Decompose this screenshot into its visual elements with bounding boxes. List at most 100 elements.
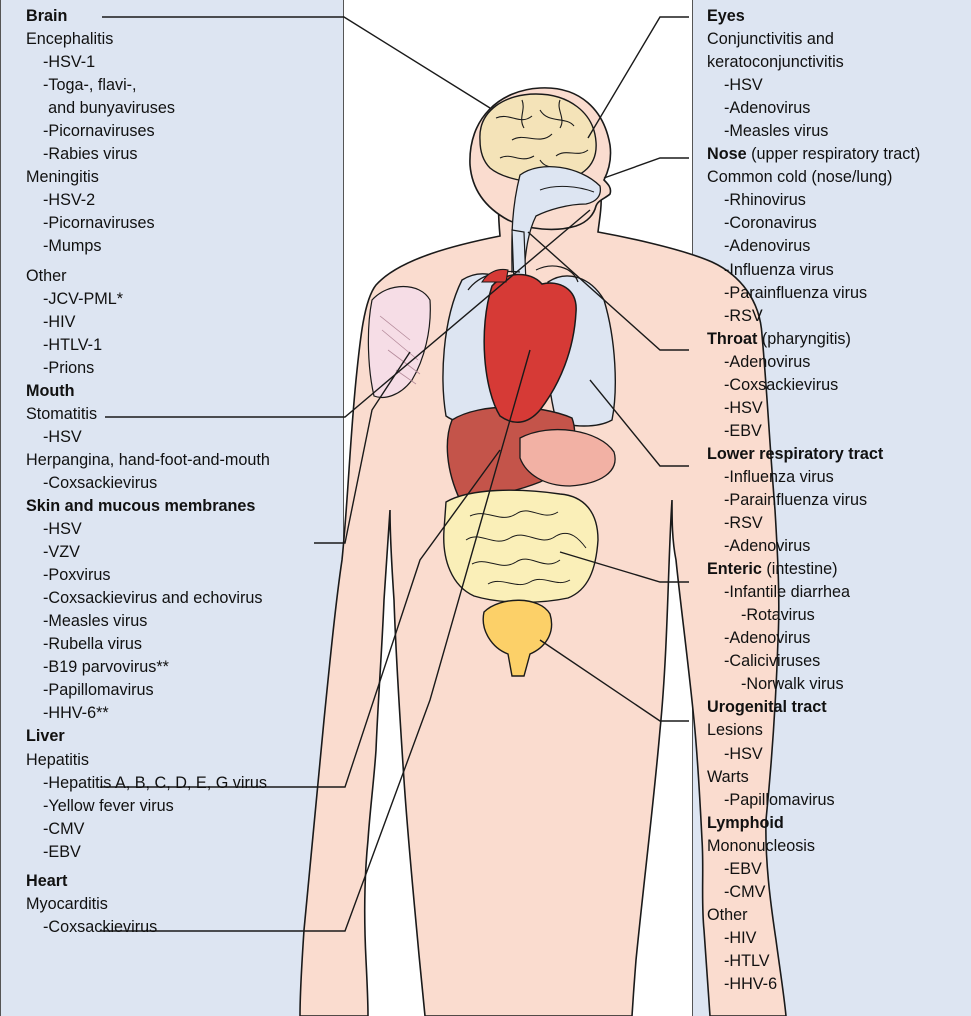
label: -Mumps [43,237,101,255]
entry-poxvirus: -Poxvirus [26,564,270,587]
label: and bunyaviruses [48,99,175,117]
label: Myocarditis [26,895,108,913]
entry-adenovirus: -Adenovirus [707,535,920,558]
label: -HSV-1 [43,53,95,71]
entry-mononucleosis: Mononucleosis [707,835,920,858]
label: Herpangina, hand-foot-and-mouth [26,451,270,469]
label: -B19 parvovirus** [43,658,169,676]
eyes-leader [588,17,689,138]
label: Other [707,906,748,924]
label: -Infantile diarrhea [724,583,850,601]
label: Common cold (nose/lung) [707,168,892,186]
label: Meningitis [26,168,99,186]
entry-coronavirus: -Coronavirus [707,212,920,235]
entry-hsv: -HSV [26,426,270,449]
entry-rabies-virus: -Rabies virus [26,143,270,166]
label: Skin and mucous membranes [26,497,255,515]
label: -Coxsackievirus [724,376,838,394]
heading-nose: Nose (upper respiratory tract) [707,143,920,166]
label: Nose [707,145,747,163]
label: -Papillomavirus [43,681,154,699]
label: -HSV [43,520,82,538]
entry-picornaviruses: -Picornaviruses [26,120,270,143]
entry-prions: -Prions [26,357,270,380]
entry-htlv-1: -HTLV-1 [26,334,270,357]
label: -Parainfluenza virus [724,284,867,302]
entry-norwalk-virus: -Norwalk virus [707,673,920,696]
entry-hsv-2: -HSV-2 [26,189,270,212]
label: -RSV [724,307,763,325]
entry-yellow-fever-virus: -Yellow fever virus [26,795,270,818]
entry-keratoconjunctivitis: keratoconjunctivitis [707,51,920,74]
entry-hsv-1: -HSV-1 [26,51,270,74]
entry-rsv: -RSV [707,305,920,328]
label: Stomatitis [26,405,97,423]
entry-hepatitis: Hepatitis [26,749,270,772]
label: -HSV-2 [43,191,95,209]
entry-hiv: -HIV [707,927,920,950]
label: Enteric [707,560,762,578]
label: -Norwalk virus [741,675,844,693]
label: -Adenovirus [724,537,810,555]
nose-leader [604,158,689,178]
label: -Rabies virus [43,145,137,163]
entry-hepatitis-a-b-c-d-e-g-virus: -Hepatitis A, B, C, D, E, G virus [26,772,270,795]
label: -Adenovirus [724,99,810,117]
label: -EBV [724,422,762,440]
right-column: EyesConjunctivitis andkeratoconjunctivit… [707,5,920,996]
entry-adenovirus: -Adenovirus [707,235,920,258]
label: -Influenza virus [724,261,834,279]
heading-lymphoid: Lymphoid [707,812,920,835]
label: -HHV-6** [43,704,109,722]
entry-rsv: -RSV [707,512,920,535]
label: Mouth [26,382,75,400]
label: -Coxsackievirus and echovirus [43,589,263,607]
label: Brain [26,7,67,25]
label: -Measles virus [43,612,147,630]
entry-rotavirus: -Rotavirus [707,604,920,627]
entry-measles-virus: -Measles virus [26,610,270,633]
entry-b19-parvovirus: -B19 parvovirus** [26,656,270,679]
label: Encephalitis [26,30,113,48]
entry-adenovirus: -Adenovirus [707,351,920,374]
label-qualifier: (intestine) [762,560,838,578]
entry-htlv: -HTLV [707,950,920,973]
label-qualifier: (upper respiratory tract) [747,145,921,163]
entry-jcv-pml: -JCV-PML* [26,288,270,311]
label: -Coxsackievirus [43,918,157,936]
heading-brain: Brain [26,5,270,28]
entry-rhinovirus: -Rhinovirus [707,189,920,212]
entry-other: Other [26,265,270,288]
entry-myocarditis: Myocarditis [26,893,270,916]
label: Heart [26,872,67,890]
label: Lesions [707,721,763,739]
label: Throat [707,330,757,348]
label: -HTLV [724,952,770,970]
entry-adenovirus: -Adenovirus [707,97,920,120]
heading-throat: Throat (pharyngitis) [707,328,920,351]
heading-urogenital-tract: Urogenital tract [707,696,920,719]
label: -Parainfluenza virus [724,491,867,509]
label: -Coxsackievirus [43,474,157,492]
entry-influenza-virus: -Influenza virus [707,259,920,282]
entry-parainfluenza-virus: -Parainfluenza virus [707,489,920,512]
entry-papillomavirus: -Papillomavirus [26,679,270,702]
label: -Hepatitis A, B, C, D, E, G virus [43,774,267,792]
label: -Poxvirus [43,566,110,584]
entry-coxsackievirus: -Coxsackievirus [26,916,270,939]
entry-hsv: -HSV [26,518,270,541]
label: -Rubella virus [43,635,142,653]
heading-enteric: Enteric (intestine) [707,558,920,581]
entry-common-cold-nose-lung: Common cold (nose/lung) [707,166,920,189]
label: -EBV [43,843,81,861]
label: -VZV [43,543,80,561]
entry-papillomavirus: -Papillomavirus [707,789,920,812]
label: -Picornaviruses [43,122,155,140]
label: -Prions [43,359,94,377]
label-qualifier: (pharyngitis) [757,330,851,348]
label: Other [26,267,67,285]
intestines [444,490,598,602]
entry-conjunctivitis-and: Conjunctivitis and [707,28,920,51]
heading-liver: Liver [26,725,270,748]
